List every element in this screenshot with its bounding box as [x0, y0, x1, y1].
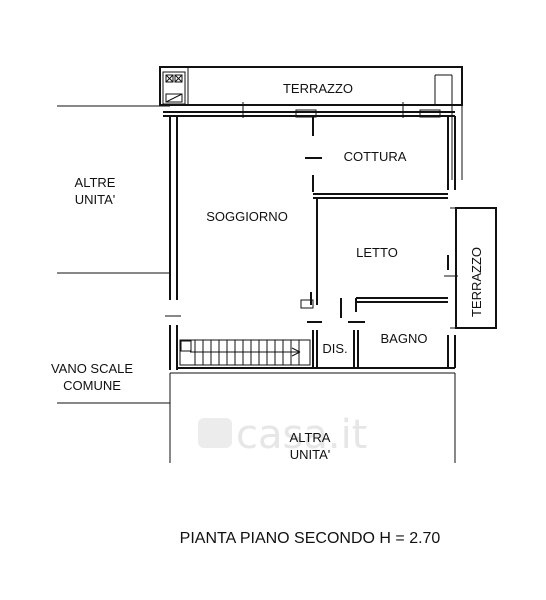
interior-walls — [300, 116, 448, 368]
room-label-soggiorno: SOGGIORNO — [206, 209, 288, 224]
label-altre-unita-line2: UNITA' — [75, 192, 116, 207]
watermark: casa.it — [198, 412, 367, 458]
room-label-bagno: BAGNO — [381, 331, 428, 346]
room-label-letto: LETTO — [356, 245, 398, 260]
right-terrace — [450, 207, 497, 329]
watermark-logo-icon — [198, 418, 232, 448]
room-label-cottura: COTTURA — [344, 149, 407, 164]
label-vano-scale-line2: COMUNE — [63, 378, 121, 393]
watermark-text: casa.it — [236, 412, 367, 458]
room-label-terrazzo-top: TERRAZZO — [283, 81, 353, 96]
external-lines — [57, 105, 456, 463]
top-terrace — [159, 66, 463, 180]
room-label-dis: DIS. — [322, 341, 347, 356]
staircase-icon — [179, 339, 311, 366]
plan-title: PIANTA PIANO SECONDO H = 2.70 — [180, 530, 441, 547]
label-altra-unita-line1: ALTRA — [290, 430, 331, 445]
window-marks — [165, 102, 458, 317]
outer-walls — [163, 111, 456, 370]
flue-block-icon — [162, 71, 186, 105]
label-altra-unita-line2: UNITA' — [290, 447, 331, 462]
label-altre-unita-line1: ALTRE — [75, 175, 116, 190]
label-vano-scale-line1: VANO SCALE — [51, 361, 133, 376]
room-label-terrazzo-right: TERRAZZO — [469, 247, 484, 317]
